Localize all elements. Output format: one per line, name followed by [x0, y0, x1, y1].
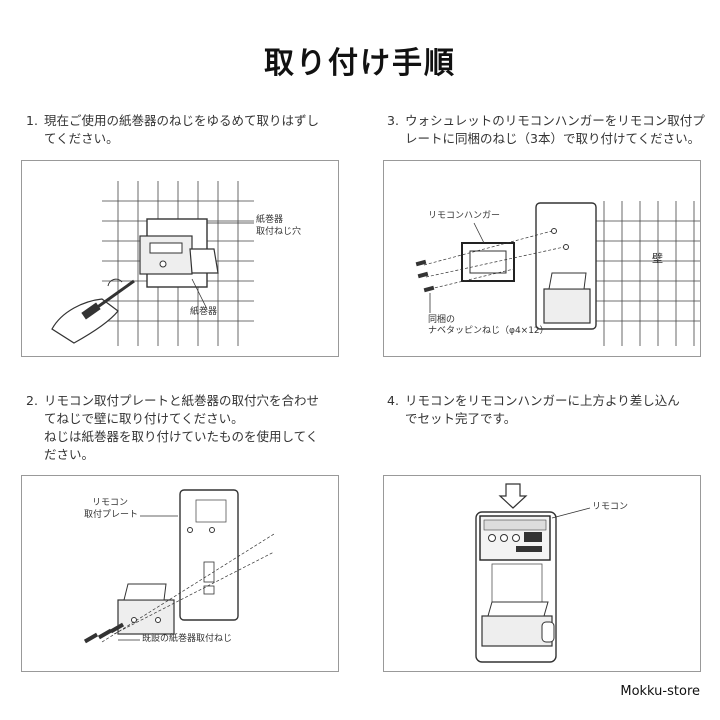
- step-4-text: 4. リモコンをリモコンハンガーに上方より差し込ん でセット完了です。: [387, 392, 707, 428]
- step-2-label-plate: 取付プレート: [84, 510, 139, 520]
- remote-control: [479, 515, 551, 561]
- page-title: 取り付け手順: [264, 46, 456, 81]
- step-1-number: 1.: [26, 113, 38, 128]
- remote-plate: [535, 202, 597, 330]
- step-3-text: 3. ウォシュレットのリモコンハンガーをリモコン取付プ レートに同梱のねじ（3本…: [387, 112, 707, 148]
- remote-hanger: [461, 242, 515, 282]
- wall-grid: [594, 201, 700, 346]
- step-3-label-wall: 壁: [652, 252, 663, 265]
- illustration-step-4: リモコン: [383, 475, 701, 672]
- step-4-line-2: でセット完了です。: [405, 411, 517, 426]
- step-3-number: 3.: [387, 113, 399, 128]
- step-1-label-holder: 紙巻器: [256, 215, 284, 225]
- hand-screwdriver: [51, 278, 135, 344]
- screws: [83, 622, 125, 644]
- step-3-label-hanger: リモコンハンガー: [428, 211, 501, 221]
- step-2-line-3: ねじは紙巻器を取り付けていたものを使用してく: [44, 429, 319, 444]
- step-3-drawing: [415, 201, 700, 346]
- store-name: Mokku-store: [620, 684, 700, 699]
- paper-holder: [117, 583, 175, 635]
- step-1-label-screw-hole: 取付ねじ穴: [256, 227, 302, 237]
- step-4-line-1: リモコンをリモコンハンガーに上方より差し込ん: [405, 393, 680, 408]
- step-1-label-holder-2: 紙巻器: [190, 307, 218, 317]
- screw-guides: [101, 533, 275, 643]
- down-arrow-icon: [498, 483, 528, 509]
- step-3-label-bundled: 同梱の: [428, 315, 456, 325]
- step-4-number: 4.: [387, 393, 399, 408]
- step-1-line-2: てください。: [44, 131, 119, 146]
- step-2-text: 2. リモコン取付プレートと紙巻器の取付穴を合わせ てねじで壁に取り付けてくださ…: [26, 392, 356, 464]
- illustration-step-2: リモコン 取付プレート 既設の紙巻器取付ねじ: [21, 475, 339, 672]
- step-2-label-existing-screws: 既設の紙巻器取付ねじ: [142, 634, 233, 644]
- step-3-label-screw-spec: ナベタッピンねじ（φ4×12）: [428, 326, 549, 336]
- paper-holder: [481, 601, 555, 647]
- step-1-line-1: 現在ご使用の紙巻器のねじをゆるめて取りはずし: [44, 113, 320, 128]
- step-2-number: 2.: [26, 393, 38, 408]
- step-4-drawing: [475, 483, 591, 663]
- step-4-label-remote: リモコン: [592, 502, 629, 512]
- step-2-drawing: [83, 489, 275, 644]
- screw-guides: [423, 230, 565, 290]
- step-2-line-4: ださい。: [44, 447, 95, 462]
- illustration-step-3: リモコンハンガー 壁 同梱の ナベタッピンねじ（φ4×12）: [383, 160, 701, 357]
- screws: [415, 259, 435, 293]
- illustration-step-1: 紙巻器 取付ねじ穴 紙巻器: [21, 160, 339, 357]
- step-1-drawing: [51, 181, 254, 346]
- step-3-line-1: ウォシュレットのリモコンハンガーをリモコン取付プ: [405, 113, 705, 128]
- step-2-line-2: てねじで壁に取り付けてください。: [44, 411, 244, 426]
- remote-plate: [179, 489, 239, 621]
- step-1-text: 1. 現在ご使用の紙巻器のねじをゆるめて取りはずし てください。: [26, 112, 346, 148]
- step-3-line-2: レートに同梱のねじ（3本）で取り付けてください。: [405, 131, 701, 146]
- step-2-label-remote: リモコン: [92, 498, 129, 508]
- paper-holder: [139, 218, 219, 288]
- step-2-line-1: リモコン取付プレートと紙巻器の取付穴を合わせ: [44, 393, 320, 408]
